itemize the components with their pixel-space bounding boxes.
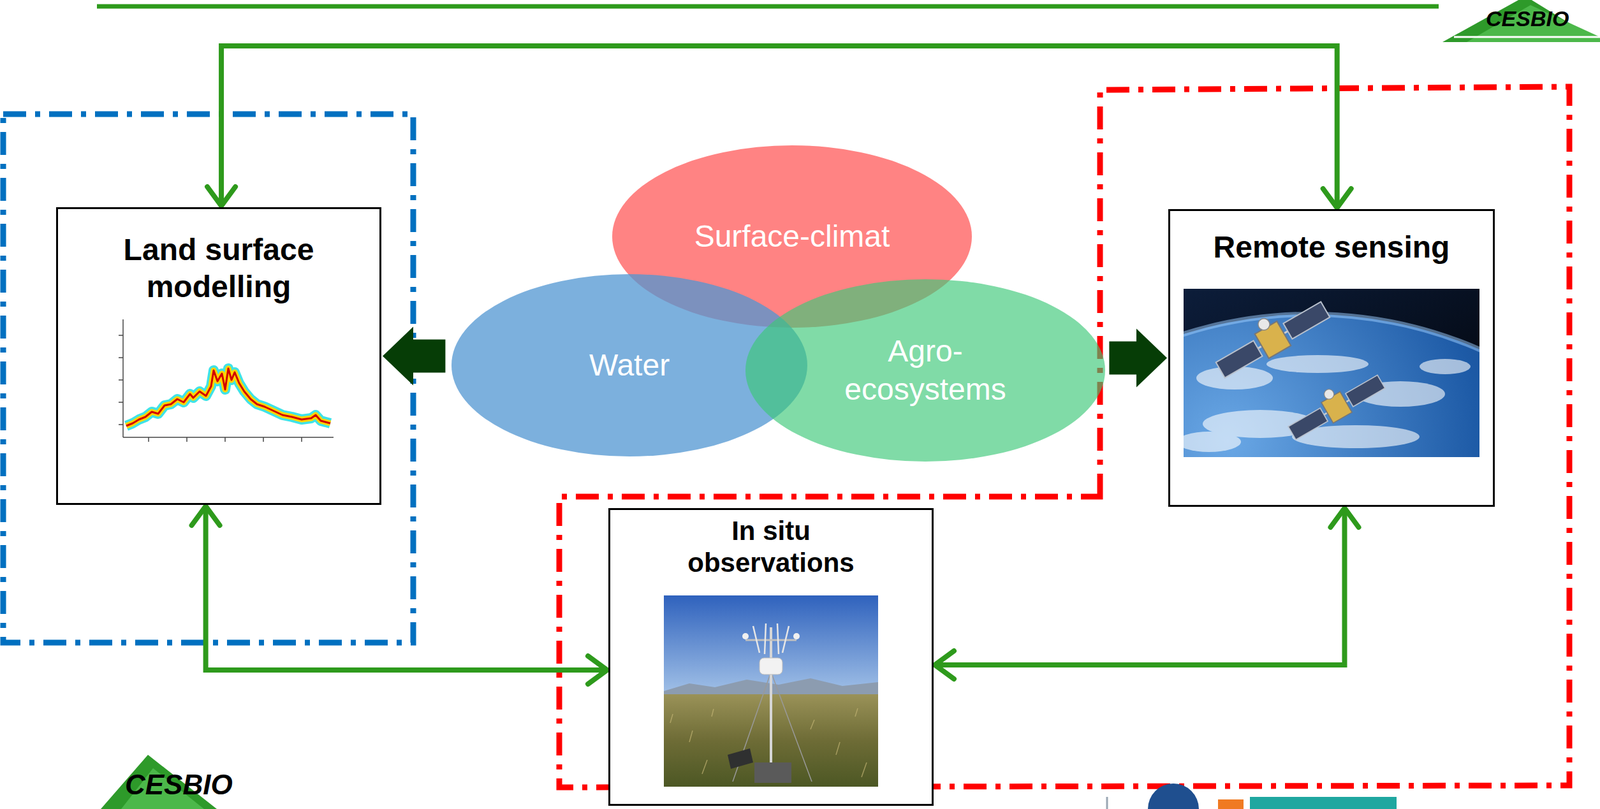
uncertainty-band (126, 368, 331, 426)
cup (742, 633, 749, 640)
tick (118, 424, 124, 426)
block-arrow-shape (382, 327, 446, 386)
tick (118, 334, 124, 337)
solar-panel (1283, 301, 1330, 339)
venn-ellipse: Agro-ecosystems (744, 278, 1106, 463)
cup (793, 633, 800, 640)
sensor-housing (759, 658, 783, 675)
grass-blade (711, 709, 714, 717)
logo-divider (1106, 797, 1109, 809)
tick (262, 437, 265, 442)
solar-panel (727, 748, 754, 770)
process-box: Remote sensing (1168, 209, 1495, 507)
ellipse-label: Agro-ecosystems (829, 332, 1021, 409)
field-station-photo (663, 595, 879, 787)
logo-bar (1218, 799, 1244, 809)
y-axis (122, 319, 124, 438)
cloud (1183, 431, 1241, 453)
tick (147, 437, 150, 442)
process-box: In situ observations (608, 508, 934, 807)
earth (1183, 314, 1480, 458)
arrow-head (1323, 188, 1352, 208)
arrow-head (934, 651, 955, 680)
ellipse-label: Surface-climat (658, 217, 926, 256)
boom (745, 638, 797, 641)
tick (300, 437, 303, 442)
logo-triangle (1442, 0, 1600, 43)
logo-stripe (1453, 36, 1600, 39)
ellipse-fill (745, 279, 1106, 462)
satellite-image (1183, 288, 1480, 458)
satellite (1281, 364, 1388, 444)
atmosphere (1183, 314, 1480, 458)
logger-box (754, 762, 792, 784)
block-arrow-shape (1108, 329, 1167, 388)
grass-blade (855, 708, 858, 717)
connector-arrow (934, 508, 1359, 680)
tick (118, 379, 124, 381)
series-line (126, 368, 331, 426)
process-box: Land surface modelling (56, 207, 382, 506)
arrow-head (1330, 508, 1359, 528)
block-arrow (1108, 329, 1167, 388)
ellipse-shape (744, 278, 1106, 463)
solar-panel (1345, 374, 1386, 407)
box-title: Remote sensing (1181, 228, 1482, 266)
chart-axes (118, 319, 334, 442)
grass-blade (836, 742, 840, 756)
connector-line (205, 506, 608, 671)
grass-blade (670, 714, 673, 724)
solar-panel (1216, 340, 1263, 378)
tick (224, 437, 226, 442)
arrow-head (191, 506, 221, 526)
antenna (1322, 387, 1336, 402)
logo-bar (1249, 797, 1397, 809)
sonic-anemometer (753, 623, 789, 655)
ellipse-label: Water (495, 346, 764, 385)
satellite (1208, 288, 1333, 382)
grass-blade (689, 730, 693, 743)
logo-bottom-right (1107, 783, 1397, 809)
logo-disc (1147, 783, 1199, 809)
spread-band (126, 368, 331, 426)
solar-panel (1288, 408, 1328, 441)
grass-blade (861, 762, 867, 778)
antenna (1256, 316, 1273, 333)
connector-arrow (191, 506, 608, 685)
logo-text: CESBIO (124, 769, 233, 801)
cloud (1419, 359, 1471, 375)
box-title: Land surface modelling (84, 231, 353, 305)
arrow-head (587, 656, 608, 685)
time-series-chart (97, 309, 340, 457)
top-rule (96, 4, 1439, 9)
block-arrow (382, 327, 446, 386)
grass-blade (810, 719, 815, 730)
mast (769, 627, 773, 770)
flux-station (727, 623, 812, 784)
box-title: In situ observations (656, 515, 886, 580)
grass-blade (702, 760, 708, 775)
tick (186, 437, 188, 442)
connector-line (934, 508, 1345, 666)
tick (118, 357, 124, 359)
arrow-head (207, 186, 236, 206)
tick (118, 401, 124, 404)
logo-top-right (1442, 0, 1600, 43)
cloud (1266, 355, 1369, 374)
logo-text: CESBIO (1485, 6, 1569, 32)
